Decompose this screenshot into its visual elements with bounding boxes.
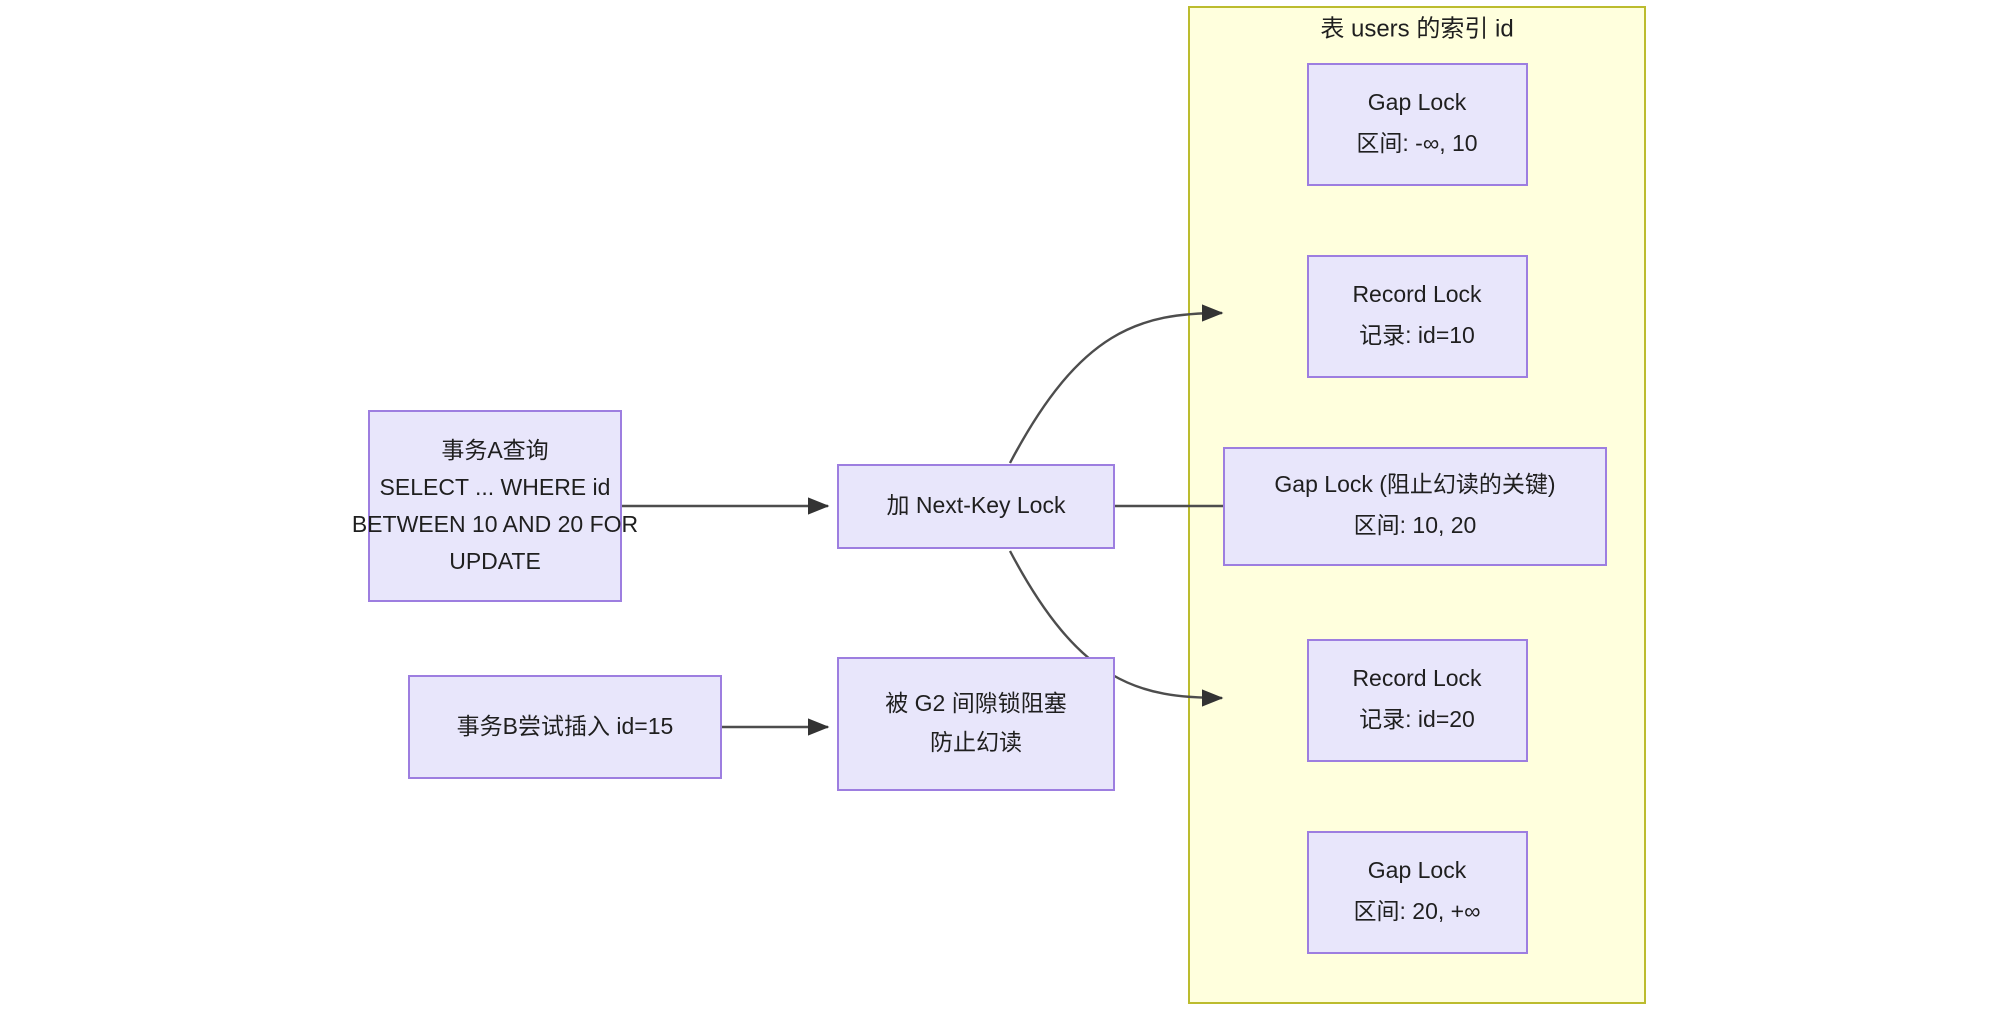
node-record-lock-10[interactable]: Record Lock 记录: id=10: [1307, 255, 1528, 378]
node-txn-a-line-2: SELECT ... WHERE id: [380, 474, 611, 500]
node-record-lock-10-line-1: Record Lock: [1352, 281, 1482, 307]
node-txn-a-line-4: UPDATE: [449, 548, 541, 574]
node-blocked-line-1: 被 G2 间隙锁阻塞: [885, 690, 1066, 716]
node-blocked-rect[interactable]: [837, 657, 1115, 791]
node-txn-a[interactable]: 事务A查询 SELECT ... WHERE id BETWEEN 10 AND…: [352, 410, 638, 602]
node-gap-lock-3-rect[interactable]: [1307, 831, 1528, 954]
node-blocked-line-2: 防止幻读: [930, 729, 1022, 755]
node-gap-lock-2-line-1: Gap Lock (阻止幻读的关键): [1274, 471, 1555, 497]
node-gap-lock-2-rect[interactable]: [1223, 447, 1607, 566]
node-blocked[interactable]: 被 G2 间隙锁阻塞 防止幻读: [837, 657, 1115, 791]
node-gap-lock-1-rect[interactable]: [1307, 63, 1528, 186]
node-txn-a-rect[interactable]: [368, 410, 622, 602]
node-gap-lock-1[interactable]: Gap Lock 区间: -∞, 10: [1307, 63, 1528, 186]
node-record-lock-20[interactable]: Record Lock 记录: id=20: [1307, 639, 1528, 762]
node-gap-lock-1-line-2: 区间: -∞, 10: [1356, 130, 1477, 156]
edge-next-key-lock-to-record-lock-10: [1008, 304, 1224, 464]
index-group-title: 表 users 的索引 id: [1320, 15, 1513, 42]
node-txn-b-label: 事务B尝试插入 id=15: [457, 713, 674, 739]
node-gap-lock-1-line-1: Gap Lock: [1368, 89, 1467, 115]
node-next-key-lock-rect[interactable]: [837, 464, 1115, 549]
node-record-lock-10-line-2: 记录: id=10: [1359, 322, 1475, 348]
node-gap-lock-2[interactable]: Gap Lock (阻止幻读的关键) 区间: 10, 20: [1223, 447, 1607, 566]
node-record-lock-20-rect[interactable]: [1307, 639, 1528, 762]
node-next-key-lock[interactable]: 加 Next-Key Lock: [837, 464, 1115, 549]
node-record-lock-20-line-2: 记录: id=20: [1359, 706, 1475, 732]
node-txn-b[interactable]: 事务B尝试插入 id=15: [408, 675, 722, 779]
node-txn-b-rect[interactable]: [408, 675, 722, 779]
node-txn-a-line-1: 事务A查询: [441, 437, 548, 463]
node-record-lock-10-rect[interactable]: [1307, 255, 1528, 378]
node-record-lock-20-line-1: Record Lock: [1352, 665, 1482, 691]
node-gap-lock-2-line-2: 区间: 10, 20: [1354, 512, 1477, 538]
node-gap-lock-3-line-2: 区间: 20, +∞: [1354, 898, 1481, 924]
node-txn-a-line-3: BETWEEN 10 AND 20 FOR: [352, 511, 638, 537]
node-gap-lock-3-line-1: Gap Lock: [1368, 857, 1467, 883]
node-next-key-lock-label: 加 Next-Key Lock: [887, 492, 1066, 518]
node-gap-lock-3[interactable]: Gap Lock 区间: 20, +∞: [1307, 831, 1528, 954]
